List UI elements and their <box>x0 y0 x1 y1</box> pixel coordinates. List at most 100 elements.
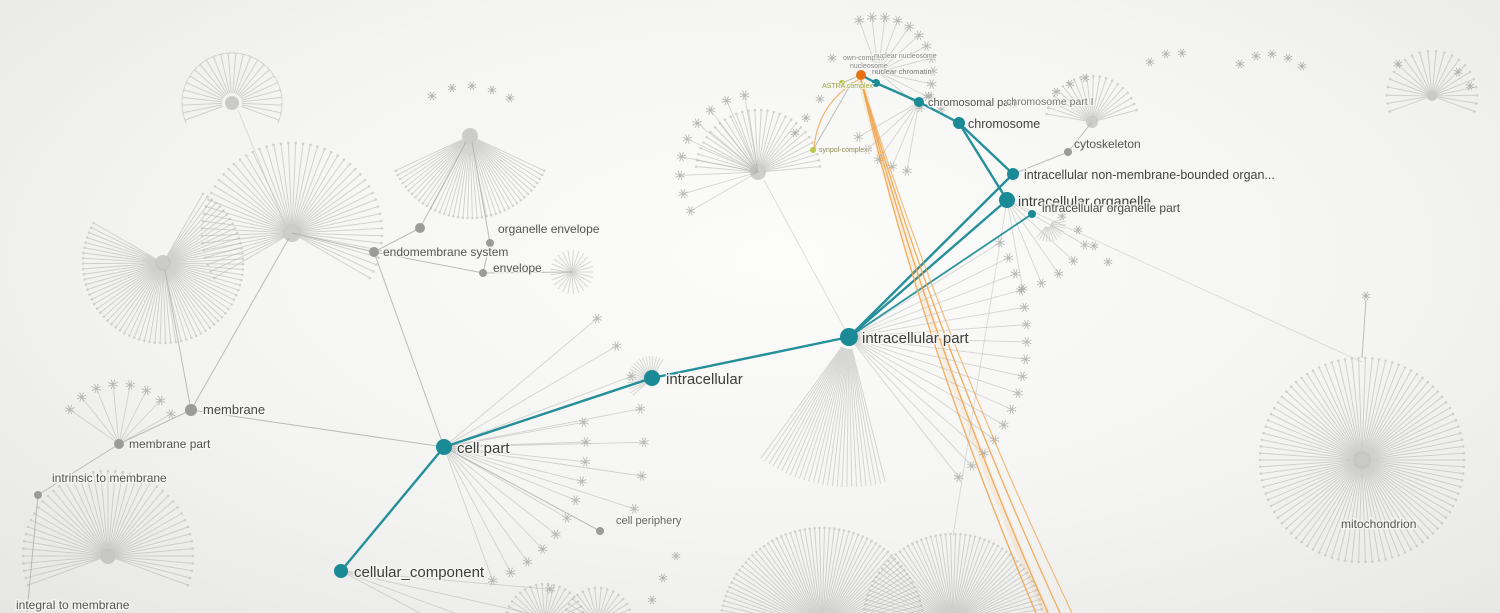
node-label[interactable]: cellular_component <box>353 563 487 583</box>
node-label[interactable]: chromosome <box>967 116 1042 133</box>
fan-spoke <box>891 557 944 613</box>
node-nucleosome[interactable] <box>856 70 866 80</box>
node-label[interactable]: cytoskeleton <box>1073 136 1143 153</box>
fan-spoke <box>574 272 594 278</box>
fan-hub-node[interactable] <box>155 255 171 271</box>
fan-spoke <box>90 227 158 261</box>
node-label[interactable]: intracellular part <box>861 329 972 349</box>
node-label[interactable]: nuclear nucleosome <box>873 52 938 61</box>
node-label[interactable]: nucleosome <box>849 62 889 71</box>
node-membrane[interactable] <box>185 404 197 416</box>
node-label[interactable]: ASTRA complex <box>821 82 874 91</box>
node-label[interactable]: envelope <box>492 260 544 277</box>
node-cell-part[interactable] <box>436 439 452 455</box>
node-label[interactable]: intracellular non-membrane-bounded organ… <box>1023 167 1277 184</box>
node-chromosome[interactable] <box>953 117 965 129</box>
fan-leaf-tick <box>187 72 193 80</box>
node-label[interactable]: nuclear chromatin <box>871 66 933 77</box>
fan-leaf-dot <box>1262 431 1265 435</box>
node-intracellular-organelle-part[interactable] <box>1028 210 1036 218</box>
fan-leaf-dot <box>1294 380 1298 384</box>
node-chromatin[interactable] <box>872 79 880 87</box>
fan-spoke <box>742 565 802 613</box>
node-junction[interactable] <box>415 223 425 233</box>
node-label[interactable]: cell periphery <box>615 514 684 529</box>
fan-leaf-dot <box>232 298 236 302</box>
leaf-star-icon <box>505 93 515 103</box>
leaf-star-icon <box>921 41 932 51</box>
fan-spoke <box>1361 358 1366 455</box>
node-intracellular-part[interactable] <box>840 328 858 346</box>
node-intracellular-non-membrane-bounded-organelle[interactable] <box>1007 168 1019 180</box>
ray-fan <box>443 417 591 586</box>
fan-spoke <box>210 235 286 272</box>
node-label[interactable]: membrane <box>202 401 267 419</box>
node-label[interactable]: chromosomal part <box>927 96 1018 111</box>
fan-leaf-dot <box>1110 79 1114 82</box>
node-label[interactable]: intracellular organelle part <box>1041 200 1183 217</box>
fan-leaf-dot <box>1444 516 1448 519</box>
node-label[interactable]: synpol-complex <box>818 146 869 155</box>
fan-leaf-dot <box>1475 102 1478 105</box>
fan-spoke <box>203 213 285 232</box>
node-organelle-envelope[interactable] <box>486 239 494 247</box>
fan-hub-node[interactable] <box>750 164 766 180</box>
fan-burst <box>694 108 822 180</box>
fan-spoke <box>862 591 917 613</box>
node-label[interactable]: chromosome part I <box>1005 95 1095 109</box>
fan-leaf-dot <box>511 204 515 208</box>
node-synpol-complex[interactable] <box>810 147 816 153</box>
fan-leaf-tick <box>197 61 204 68</box>
node-endomembrane-system[interactable] <box>369 247 379 257</box>
node-label[interactable]: endomembrane system <box>382 244 510 261</box>
node-envelope[interactable] <box>479 269 487 277</box>
leaf-star-icon <box>902 166 912 176</box>
fan-spoke <box>814 528 822 613</box>
node-label[interactable]: own-complex <box>842 54 886 63</box>
fan-leaf-dot <box>471 216 474 220</box>
node-chromosomal-part[interactable] <box>914 97 924 107</box>
fan-hub-node[interactable] <box>462 128 478 144</box>
node-cytoskeleton[interactable] <box>1064 148 1072 156</box>
fan-leaf-dot <box>442 212 446 216</box>
fan-hub-node[interactable] <box>100 548 116 564</box>
fan-spoke <box>945 534 953 613</box>
node-cellular-component[interactable] <box>334 564 348 578</box>
fan-spoke <box>1261 460 1357 481</box>
node-intrinsic-to-membrane[interactable] <box>34 491 42 499</box>
fan-leaf-dot <box>828 527 831 530</box>
node-label[interactable]: intracellular <box>665 370 745 390</box>
leaf-star-icon <box>1267 49 1277 59</box>
node-label[interactable]: intracellular organelle <box>1017 192 1153 211</box>
node-label[interactable]: organelle envelope <box>497 221 602 238</box>
ray-edge <box>443 345 617 448</box>
ray-edge <box>878 101 920 160</box>
node-cell-periphery[interactable] <box>596 527 604 535</box>
node-astra-complex[interactable] <box>839 80 845 86</box>
node-label[interactable]: cell part <box>456 439 512 459</box>
node-label[interactable]: integral to membrane <box>15 597 132 613</box>
fan-spoke <box>212 56 229 94</box>
fan-spoke <box>471 143 492 216</box>
node-membrane-part[interactable] <box>114 439 124 449</box>
node-intracellular-organelle[interactable] <box>999 192 1015 208</box>
fan-spoke <box>1367 452 1464 461</box>
node-label[interactable]: mitochondrion <box>1340 516 1418 533</box>
fan-hub-node[interactable] <box>1353 451 1371 469</box>
fan-hub-node[interactable] <box>225 96 239 110</box>
node-label[interactable]: intrinsic to membrane <box>51 470 169 487</box>
node-label[interactable]: membrane part <box>128 436 213 453</box>
fan-hub-node[interactable] <box>1427 91 1437 101</box>
leaf-star-icon <box>966 461 977 471</box>
node-intracellular[interactable] <box>644 370 660 386</box>
fan-leaf-dot <box>705 135 709 139</box>
fan-spoke <box>92 472 108 549</box>
fan-leaf-tick <box>271 72 277 80</box>
fan-spoke <box>956 539 986 613</box>
ray-edge <box>858 101 920 138</box>
fan-spoke <box>553 273 570 286</box>
ray-edge <box>443 446 512 573</box>
fan-leaf-dot <box>135 474 139 478</box>
